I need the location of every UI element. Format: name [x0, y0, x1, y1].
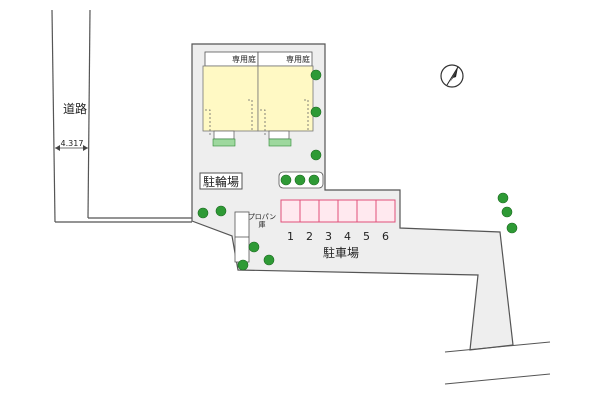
bicycle-parking-box [199, 172, 243, 190]
garden-label-left: 専用庭 [232, 54, 256, 64]
parking-space-number: 4 [344, 230, 351, 243]
boundary-line-2 [444, 373, 551, 385]
bicycle-parking-label: 駐輪場 [203, 174, 239, 189]
planter-right [268, 138, 292, 147]
parking-space-6 [375, 199, 396, 223]
parking-space-2 [299, 199, 320, 223]
boundary-line [444, 341, 551, 353]
north-arrow-icon [440, 64, 464, 88]
garden-label-right: 専用庭 [286, 54, 310, 64]
trees [197, 69, 518, 271]
tree [237, 259, 249, 271]
parking-space-number: 2 [306, 230, 313, 243]
tree [215, 205, 227, 217]
stairs-right [260, 99, 309, 135]
tree [310, 69, 322, 81]
road-edge-left [51, 9, 56, 223]
parking-space-4 [337, 199, 358, 223]
parking-space-number: 3 [325, 230, 332, 243]
tree [506, 222, 518, 234]
stairs-left [205, 99, 253, 135]
tree [501, 206, 513, 218]
tree [263, 254, 275, 266]
entrance-left [213, 130, 235, 140]
parking-space-3 [318, 199, 339, 223]
entrance-right [268, 130, 290, 140]
propane-label: プロパン [248, 213, 276, 221]
tree [497, 192, 509, 204]
tree [248, 241, 260, 253]
parking-space-number: 1 [287, 230, 294, 243]
tree [310, 106, 322, 118]
parking-space-number: 5 [363, 230, 370, 243]
tree [294, 174, 306, 186]
tree [280, 174, 292, 186]
tree [197, 207, 209, 219]
road-edge-right [87, 9, 91, 219]
tree [310, 149, 322, 161]
parking-space-number: 6 [382, 230, 389, 243]
planter-left [212, 138, 236, 147]
parking-space-1 [280, 199, 301, 223]
tree [308, 174, 320, 186]
parking-label: 駐車場 [323, 245, 359, 260]
building-unit-right [257, 65, 314, 132]
propane-label-2: 庫 [259, 220, 266, 229]
building-unit-left [202, 65, 259, 132]
road-width-label: 4.317 [61, 139, 84, 148]
parking-space-5 [356, 199, 377, 223]
road-label: 道路 [63, 101, 87, 116]
